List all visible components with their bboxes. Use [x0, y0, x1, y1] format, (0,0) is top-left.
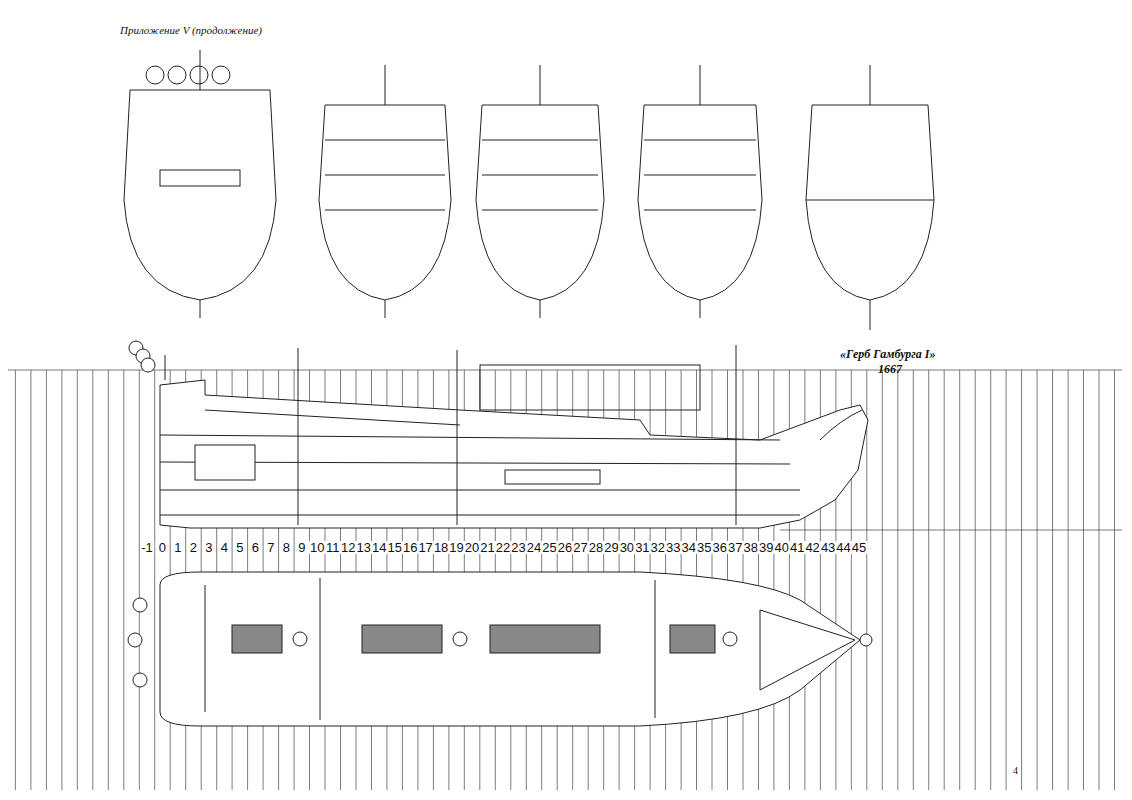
frame-number: 0 [158, 541, 167, 554]
frame-number: 38 [742, 541, 758, 554]
profile-view [129, 341, 868, 528]
frame-number: 37 [727, 541, 743, 554]
frame-number: 10 [309, 541, 325, 554]
frame-number: 21 [479, 541, 495, 554]
frame-number: 43 [820, 541, 836, 554]
frame-number: 18 [433, 541, 449, 554]
frame-number: 22 [495, 541, 511, 554]
frame-number: 9 [297, 541, 306, 554]
frame-number: 27 [572, 541, 588, 554]
frame-number: 20 [464, 541, 480, 554]
frame-number: 29 [603, 541, 619, 554]
frame-grid [8, 370, 1122, 790]
appendix-heading: Приложение V (продолжение) [120, 24, 262, 36]
frame-number: 31 [634, 541, 650, 554]
frame-number: 26 [557, 541, 573, 554]
ship-year: 1667 [878, 362, 902, 377]
frame-number: 40 [773, 541, 789, 554]
ship-title: «Герб Гамбурга I» [840, 347, 935, 362]
frame-number: 3 [204, 541, 213, 554]
page-number: 4 [1013, 765, 1018, 776]
frame-number: 42 [804, 541, 820, 554]
frame-number: 1 [173, 541, 182, 554]
frame-number: 2 [189, 541, 198, 554]
frame-number: 14 [371, 541, 387, 554]
frame-number: 45 [851, 541, 867, 554]
frame-number: 33 [665, 541, 681, 554]
frame-number: 35 [696, 541, 712, 554]
frame-number: 16 [402, 541, 418, 554]
frame-number: 15 [386, 541, 402, 554]
frame-number: 25 [541, 541, 557, 554]
frame-number: 30 [619, 541, 635, 554]
frame-number: 34 [681, 541, 697, 554]
frame-number: 5 [235, 541, 244, 554]
frame-number: 19 [448, 541, 464, 554]
frame-number: 24 [526, 541, 542, 554]
frame-number: 39 [758, 541, 774, 554]
frame-number: 41 [789, 541, 805, 554]
deck-plan [128, 572, 872, 726]
frame-number: -1 [140, 541, 154, 554]
frame-number: 13 [355, 541, 371, 554]
frame-number: 8 [282, 541, 291, 554]
cross-sections [124, 50, 934, 330]
frame-number: 23 [510, 541, 526, 554]
frame-number: 44 [835, 541, 851, 554]
frame-number: 32 [650, 541, 666, 554]
frame-number: 4 [220, 541, 229, 554]
frame-number: 36 [712, 541, 728, 554]
frame-number: 12 [340, 541, 356, 554]
frame-number: 7 [266, 541, 275, 554]
frame-number: 6 [251, 541, 260, 554]
frame-number: 28 [588, 541, 604, 554]
frame-number: 11 [325, 541, 341, 554]
frame-number: 17 [417, 541, 433, 554]
